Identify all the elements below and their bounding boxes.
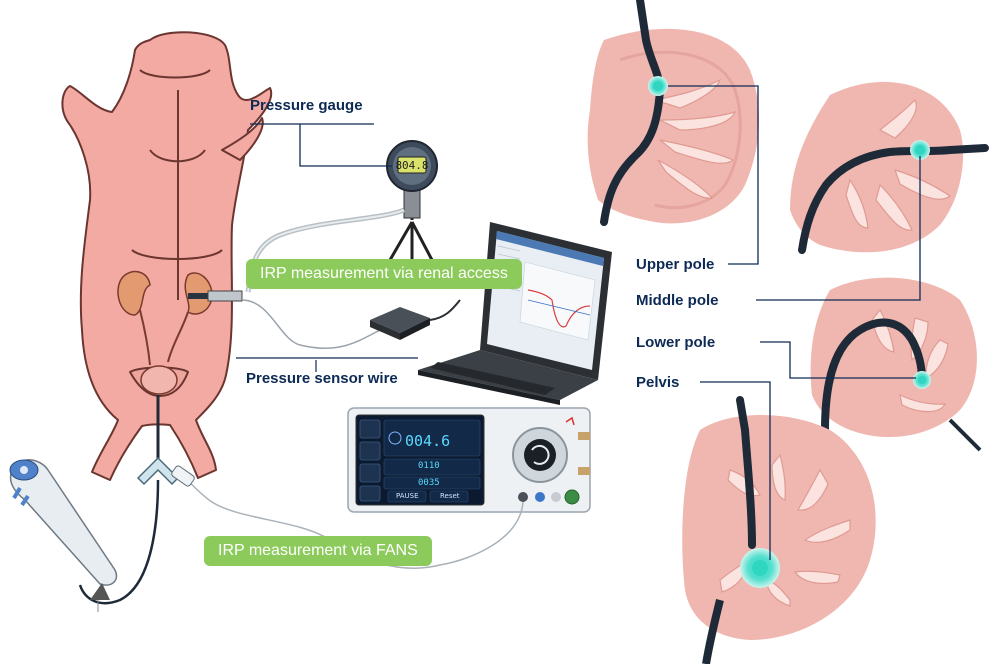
callout-fans: IRP measurement via FANS <box>204 536 432 566</box>
kidney-lower-pole <box>810 277 982 452</box>
label-lower-pole: Lower pole <box>636 334 716 351</box>
pig-urinary-tract <box>117 270 243 395</box>
ureteroscope <box>9 395 195 612</box>
fans-pause-button: PAUSE <box>396 492 419 500</box>
fans-device <box>347 407 591 513</box>
fans-reset-button: Reset <box>440 492 460 500</box>
pig-illustration <box>61 31 273 481</box>
label-pressure-gauge: Pressure gauge <box>250 97 363 114</box>
kidney-pelvis <box>682 396 876 664</box>
fans-value-2: 0110 <box>418 461 440 471</box>
label-pelvis: Pelvis <box>636 374 680 391</box>
callout-renal-access: IRP measurement via renal access <box>246 259 522 289</box>
pressure-gauge-device: 804.8 <box>245 140 438 293</box>
label-middle-pole: Middle pole <box>636 292 719 309</box>
fans-value-3: 0035 <box>418 478 440 488</box>
sensor-wire <box>241 299 381 349</box>
label-pressure-sensor-wire: Pressure sensor wire <box>246 370 398 387</box>
label-upper-pole: Upper pole <box>636 256 715 273</box>
sensor-box <box>370 299 461 340</box>
fans-main-value: 004.6 <box>405 432 451 450</box>
kidney-upper-pole <box>587 0 760 226</box>
leader-lines <box>236 85 921 560</box>
kidney-middle-pole <box>790 81 989 254</box>
gauge-readout: 804.8 <box>395 159 428 172</box>
